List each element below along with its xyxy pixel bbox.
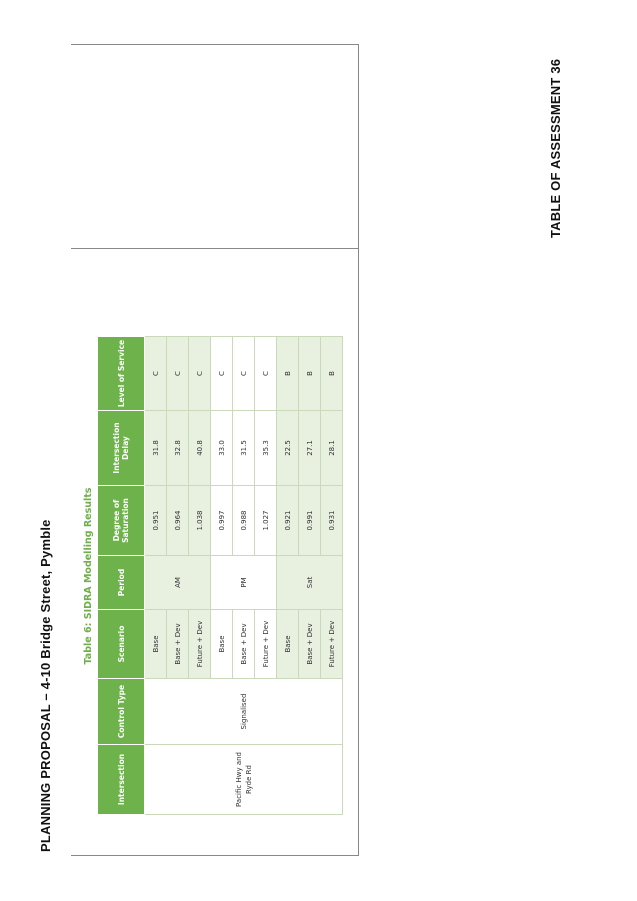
delay-cell: 22.5 bbox=[276, 410, 299, 486]
delay-cell: 27.1 bbox=[298, 410, 321, 486]
los-cell: C bbox=[232, 336, 255, 411]
table-caption: Table 6: SIDRA Modelling Results bbox=[83, 487, 94, 665]
delay-cell: 33.0 bbox=[210, 410, 233, 486]
frame-right bbox=[358, 44, 359, 856]
los-cell: B bbox=[298, 336, 321, 411]
header-scenario: Scenario bbox=[97, 609, 145, 679]
scenario-cell: Future + Dev bbox=[254, 609, 277, 679]
dos-cell: 0.991 bbox=[298, 485, 321, 556]
scenario-cell: Base bbox=[276, 609, 299, 679]
scenario-cell: Base + Dev bbox=[298, 609, 321, 679]
document-title: PLANNING PROPOSAL – 4-10 Bridge Street, … bbox=[38, 519, 53, 852]
table-row: Pacific Hwy and Ryde Rd Signalised Base … bbox=[144, 336, 343, 815]
delay-cell: 40.8 bbox=[188, 410, 211, 486]
results-table-container: Table 6: SIDRA Modelling Results Interse… bbox=[80, 336, 343, 815]
los-cell: B bbox=[320, 336, 343, 411]
header-intersection-delay: Intersection Delay bbox=[97, 410, 145, 486]
scenario-cell: Base + Dev bbox=[232, 609, 255, 679]
section-title: TABLE OF ASSESSMENT 36 bbox=[548, 58, 563, 238]
delay-cell: 31.8 bbox=[144, 410, 167, 486]
dos-cell: 0.921 bbox=[276, 485, 299, 556]
scenario-cell: Base bbox=[144, 609, 167, 679]
header-period: Period bbox=[97, 555, 145, 610]
dos-cell: 1.027 bbox=[254, 485, 277, 556]
dos-cell: 0.951 bbox=[144, 485, 167, 556]
scenario-cell: Base + Dev bbox=[166, 609, 189, 679]
los-cell: C bbox=[166, 336, 189, 411]
period-cell: AM bbox=[144, 555, 211, 610]
header-level-of-service: Level of Service bbox=[97, 336, 145, 411]
dos-cell: 1.038 bbox=[188, 485, 211, 556]
scenario-cell: Future + Dev bbox=[188, 609, 211, 679]
table-header-row: Intersection Control Type Scenario Perio… bbox=[97, 336, 145, 815]
scenario-cell: Base bbox=[210, 609, 233, 679]
control-type-cell: Signalised bbox=[144, 678, 343, 745]
sidra-results-table: Intersection Control Type Scenario Perio… bbox=[97, 336, 343, 815]
dos-cell: 0.997 bbox=[210, 485, 233, 556]
dos-cell: 0.964 bbox=[166, 485, 189, 556]
los-cell: B bbox=[276, 336, 299, 411]
los-cell: C bbox=[144, 336, 167, 411]
frame-top bbox=[71, 44, 359, 45]
header-control-type: Control Type bbox=[97, 678, 145, 745]
delay-cell: 35.3 bbox=[254, 410, 277, 486]
dos-cell: 0.988 bbox=[232, 485, 255, 556]
los-cell: C bbox=[254, 336, 277, 411]
header-degree-of-saturation: Degree of Saturation bbox=[97, 485, 145, 556]
header-intersection: Intersection bbox=[97, 744, 145, 815]
delay-cell: 32.8 bbox=[166, 410, 189, 486]
frame-divider bbox=[71, 248, 359, 249]
scenario-cell: Future + Dev bbox=[320, 609, 343, 679]
los-cell: C bbox=[210, 336, 233, 411]
los-cell: C bbox=[188, 336, 211, 411]
period-cell: Sat bbox=[276, 555, 343, 610]
delay-cell: 31.5 bbox=[232, 410, 255, 486]
frame-bottom bbox=[71, 855, 359, 856]
period-cell: PM bbox=[210, 555, 277, 610]
delay-cell: 28.1 bbox=[320, 410, 343, 486]
intersection-cell: Pacific Hwy and Ryde Rd bbox=[144, 744, 343, 815]
dos-cell: 0.931 bbox=[320, 485, 343, 556]
